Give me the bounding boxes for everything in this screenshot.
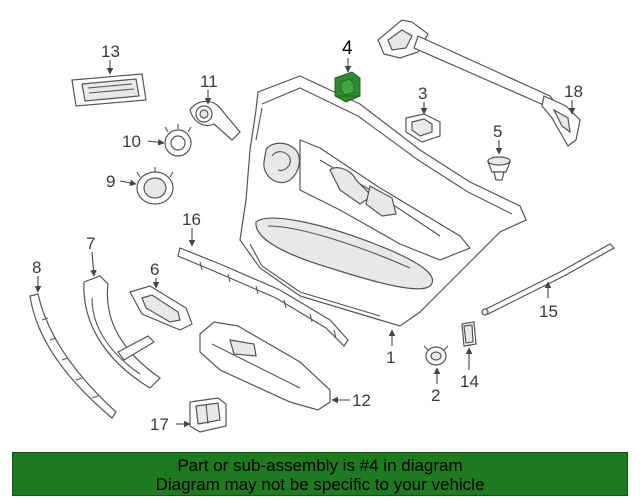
part-14-clip[interactable]	[461, 321, 477, 347]
label-14: 14	[460, 372, 479, 391]
leader-lines	[34, 58, 576, 428]
part-15-seal-strip[interactable]	[481, 243, 615, 316]
label-1: 1	[386, 348, 395, 367]
part-9-speaker-ring[interactable]	[136, 167, 174, 205]
notice-banner: Part or sub-assembly is #4 in diagram Di…	[12, 452, 628, 496]
label-3: 3	[418, 84, 427, 103]
part-4-clip-highlighted[interactable]	[334, 71, 361, 103]
part-6-handle-insert[interactable]	[129, 285, 193, 331]
part-18-handle-assembly[interactable]	[377, 19, 581, 147]
part-7-armrest-trim[interactable]	[83, 275, 161, 389]
label-6: 6	[150, 260, 159, 279]
part-5-push-clip[interactable]	[487, 156, 511, 181]
banner-line-1: Part or sub-assembly is #4 in diagram	[177, 456, 463, 475]
label-7: 7	[86, 234, 95, 253]
part-11-bracket[interactable]	[189, 100, 241, 141]
banner-line-2: Diagram may not be specific to your vehi…	[155, 475, 485, 494]
label-11: 11	[200, 72, 218, 91]
part-8-curved-trim[interactable]	[29, 293, 117, 419]
label-15: 15	[539, 302, 558, 321]
label-2: 2	[431, 386, 440, 405]
label-4: 4	[342, 38, 353, 59]
label-18: 18	[564, 82, 583, 101]
label-10: 10	[122, 132, 141, 151]
label-8: 8	[32, 258, 41, 277]
label-17: 17	[150, 415, 169, 434]
part-labels: 13 11 10 9 4 3 5 18 16 7 8 6 1 15 14 2 1…	[32, 38, 583, 434]
part-10-ring-clip[interactable]	[164, 124, 192, 157]
part-1-door-trim-panel[interactable]	[239, 75, 527, 327]
label-13: 13	[101, 42, 120, 61]
part-2-fastener[interactable]	[423, 345, 449, 366]
label-5: 5	[493, 122, 502, 141]
parts-diagram: 13 11 10 9 4 3 5 18 16 7 8 6 1 15 14 2 1…	[29, 19, 615, 434]
part-13-trim-bezel[interactable]	[71, 73, 147, 107]
label-9: 9	[106, 172, 115, 191]
label-16: 16	[182, 210, 201, 229]
part-16-trim-strip[interactable]	[177, 247, 349, 347]
label-12: 12	[352, 391, 371, 410]
part-12-switch-panel[interactable]	[199, 321, 331, 411]
part-17-switch[interactable]	[189, 397, 227, 433]
part-3-bracket[interactable]	[405, 113, 441, 143]
